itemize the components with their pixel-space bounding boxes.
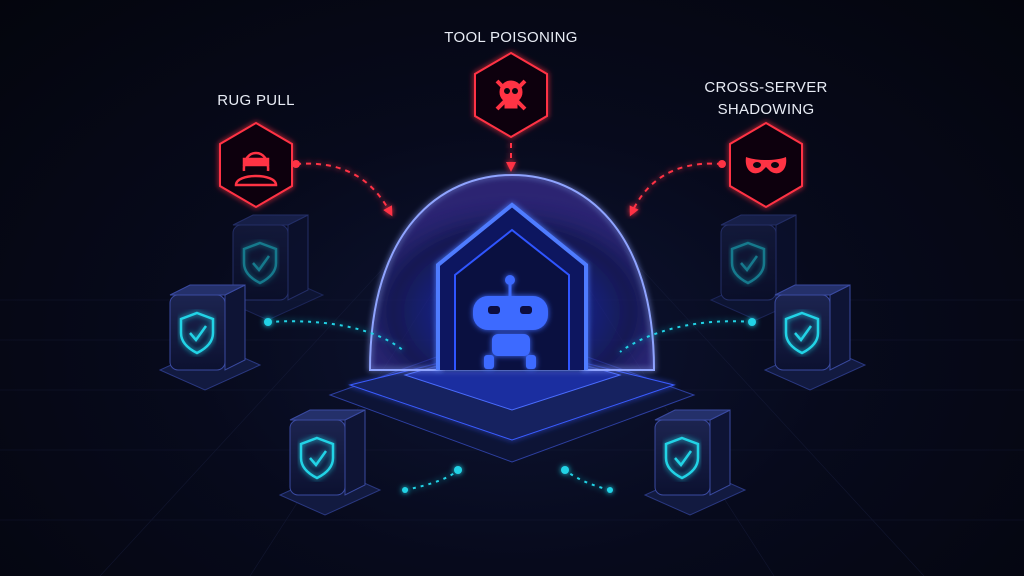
hooded-hacker-icon <box>234 151 278 187</box>
server-shield-left <box>160 285 260 390</box>
attack-arrows <box>295 143 723 217</box>
server-shield-right <box>765 285 865 390</box>
threat-label-cross-server-line1: CROSS-SERVER <box>704 79 828 96</box>
secure-connections <box>267 320 753 491</box>
skull-crossbones-icon <box>495 79 527 111</box>
mask-icon <box>745 157 787 174</box>
threat-rug-pull <box>220 123 292 207</box>
threat-label-tool-poisoning: TOOL POISONING <box>444 29 578 46</box>
threat-cross-server-shadowing <box>730 123 802 207</box>
threat-label-cross-server-line2: SHADOWING <box>717 101 815 118</box>
robot-icon <box>473 275 548 369</box>
server-shield-bottom-right <box>645 410 745 515</box>
threat-label-rug-pull: RUG PULL <box>217 92 295 109</box>
connection-nodes <box>264 318 756 493</box>
server-shield-bottom-left <box>280 410 380 515</box>
threat-tool-poisoning <box>475 53 547 137</box>
gateway-house <box>436 202 588 370</box>
